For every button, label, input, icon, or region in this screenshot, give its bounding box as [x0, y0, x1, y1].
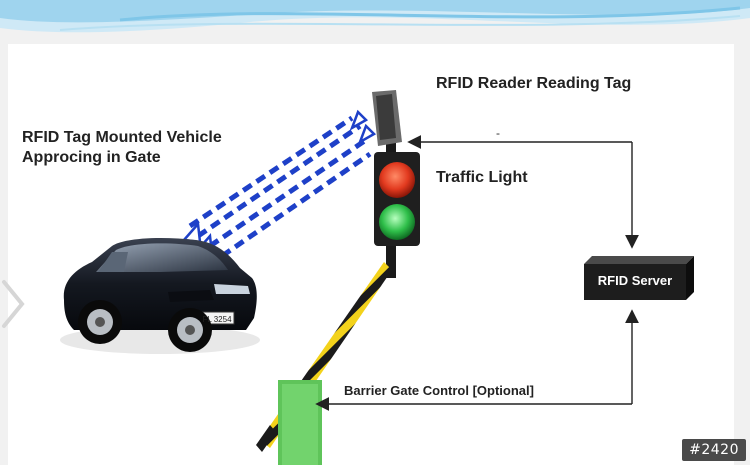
barrier-arm — [256, 262, 392, 452]
reader-label: RFID Reader Reading Tag — [436, 75, 632, 92]
header-wave-decoration — [0, 0, 750, 33]
reader-link-mark: - — [496, 126, 500, 140]
car-icon — [60, 238, 260, 354]
server-label: RFID Server — [597, 273, 673, 288]
server-icon — [584, 256, 694, 300]
barrier-label: Barrier Gate Control [Optional] — [344, 383, 534, 398]
id-badge: #2420 — [682, 439, 746, 461]
chevron-right-icon[interactable] — [0, 278, 26, 330]
license-plate-text: FL 3254 — [202, 315, 232, 324]
traffic-light-label: Traffic Light — [436, 169, 528, 186]
traffic-light-icon — [374, 118, 420, 278]
vehicle-label-line2: Approcing in Gate — [22, 149, 161, 166]
rfid-signal-waves — [188, 115, 372, 259]
gate-post — [278, 380, 322, 465]
connection-lines — [315, 135, 639, 411]
vehicle-label-line1: RFID Tag Mounted Vehicle — [22, 129, 222, 146]
rfid-reader-icon — [372, 90, 402, 146]
vehicle-label: RFID Tag Mounted Vehicle Approcing in Ga… — [22, 128, 222, 168]
